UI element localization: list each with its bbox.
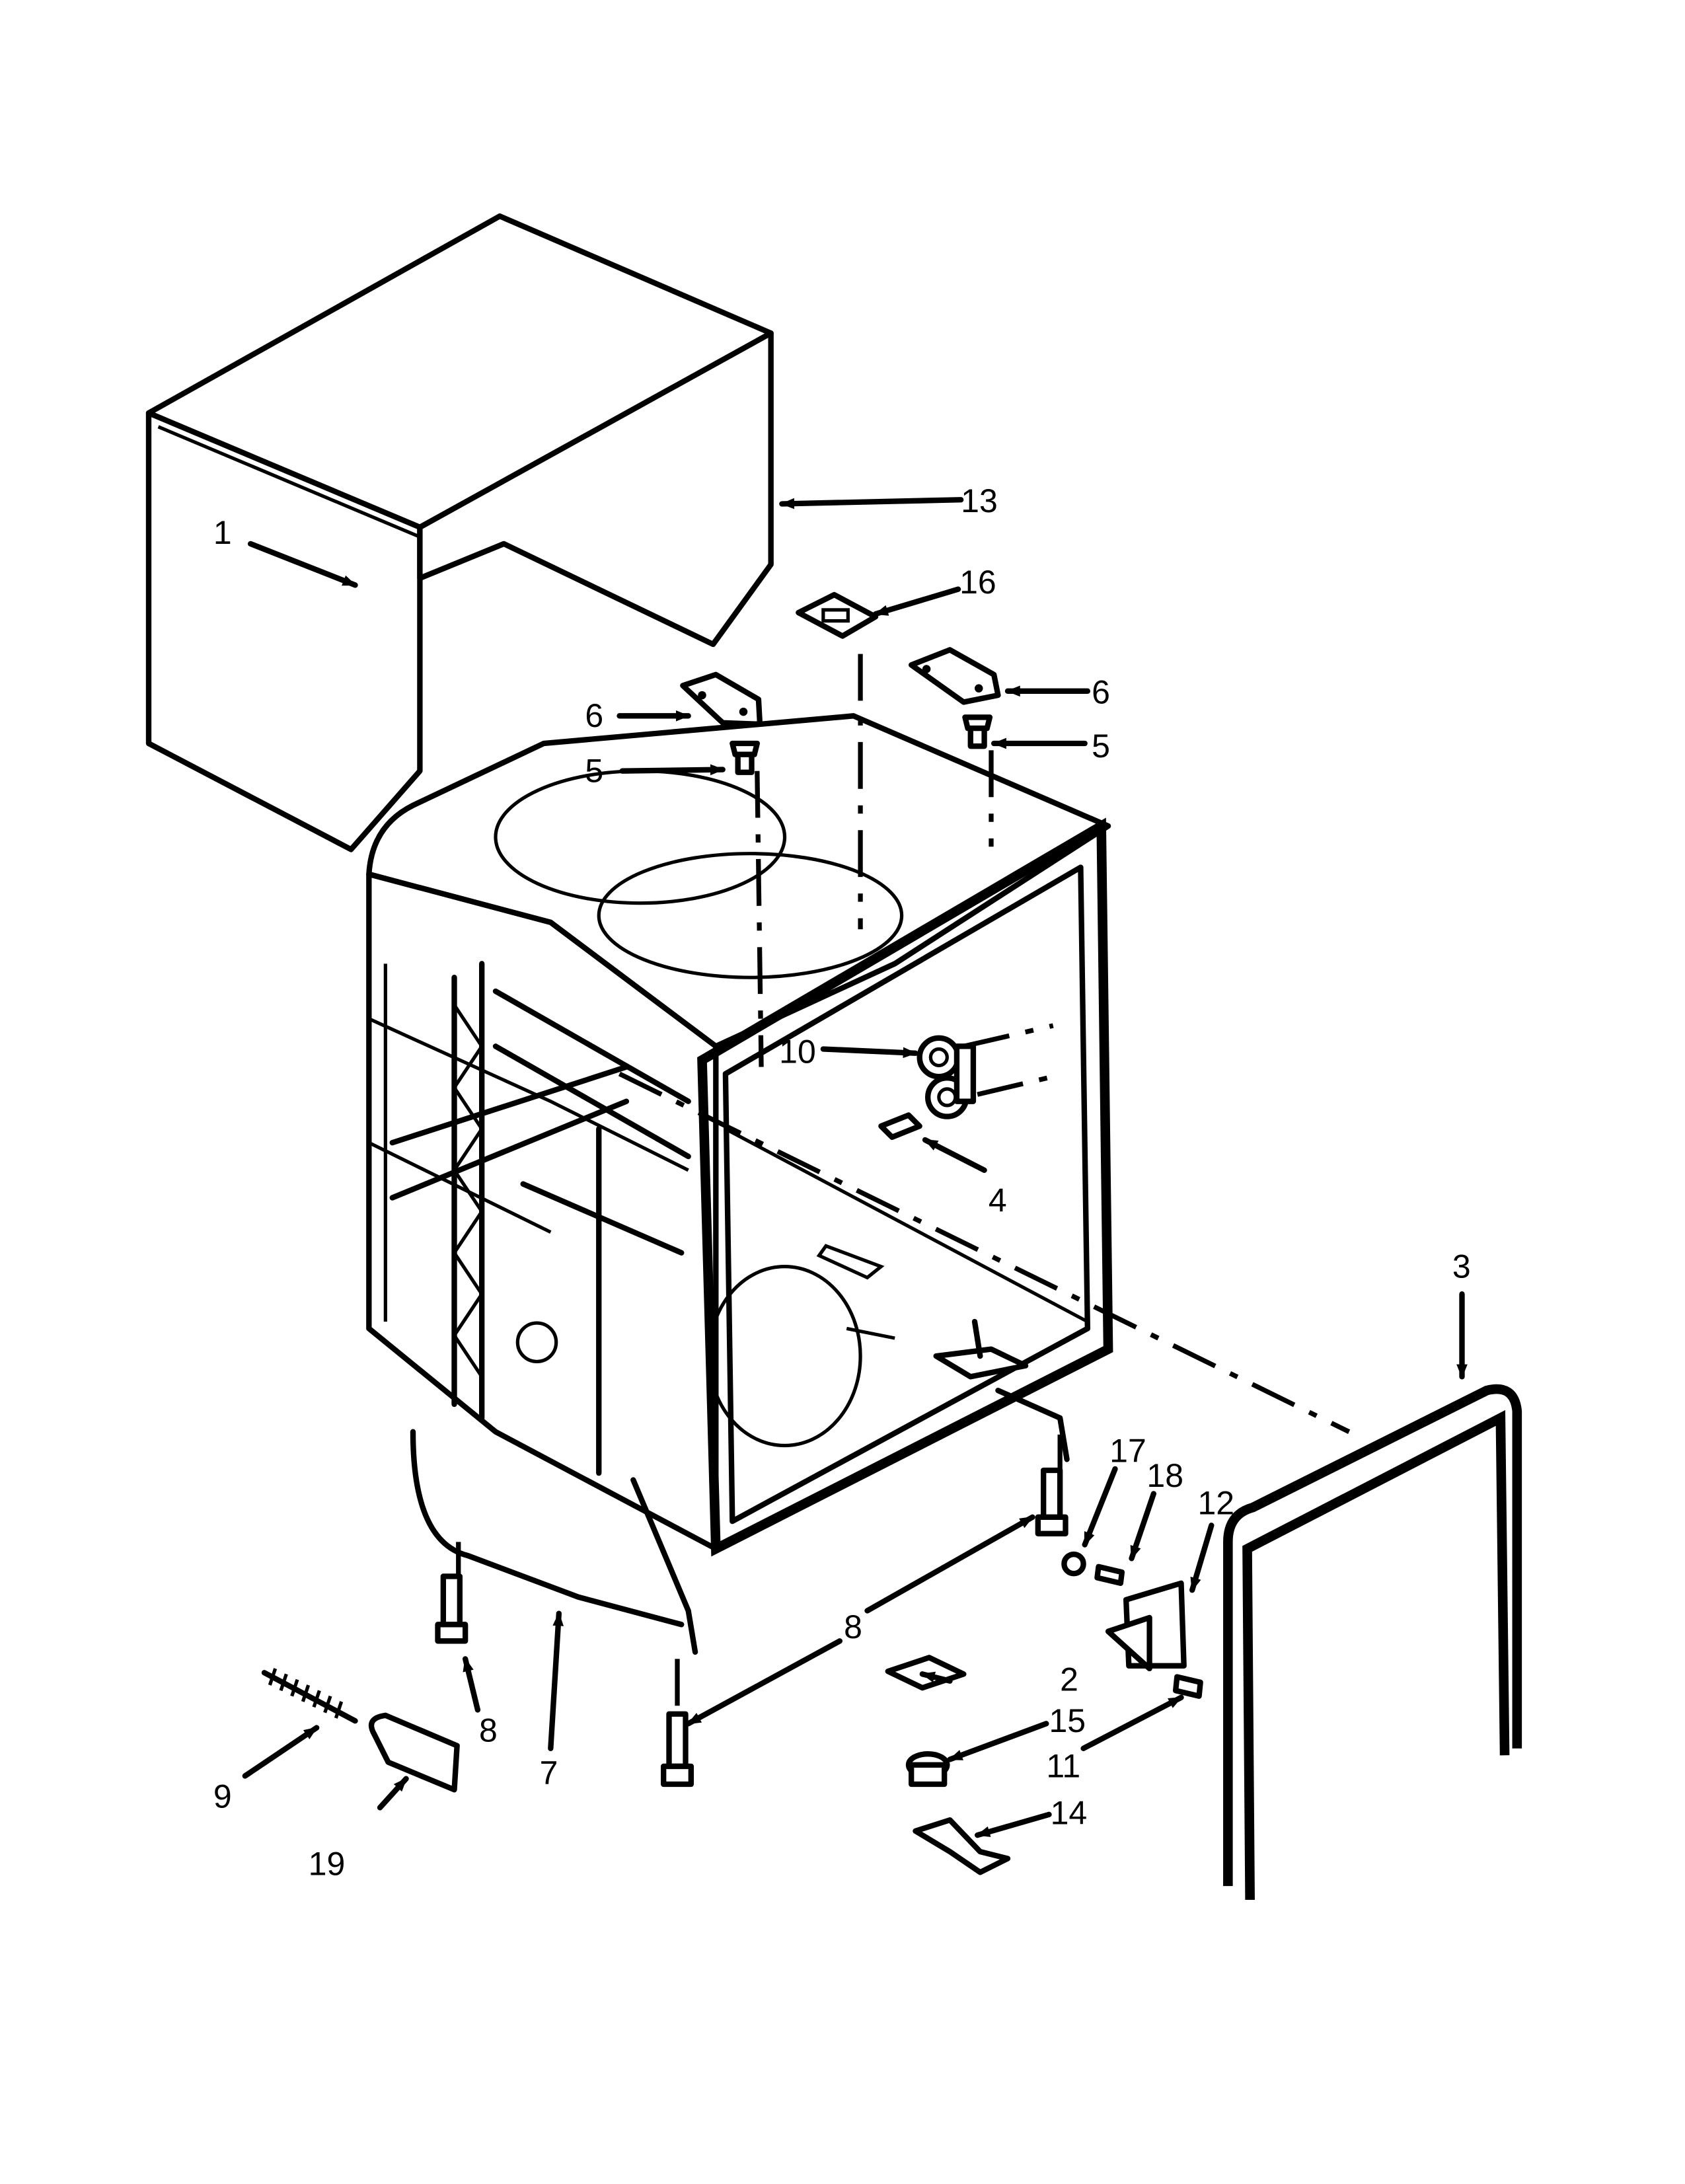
callout-4: 4 — [989, 1182, 1007, 1219]
part-11-screw — [1173, 1674, 1203, 1699]
callout-5-left: 5 — [585, 752, 603, 789]
callout-11: 11 — [1046, 1748, 1080, 1785]
part-6-bracket-left — [680, 671, 763, 728]
callout-18: 18 — [1146, 1457, 1183, 1494]
part-10-rack-wheels — [917, 1035, 977, 1119]
part-14-bracket — [913, 1817, 1011, 1875]
callout-2: 2 — [1060, 1661, 1078, 1698]
callout-13: 13 — [961, 482, 998, 519]
callout-labels: 1 2 3 4 5 5 6 6 7 8 8 9 10 11 12 13 14 1… — [213, 482, 1471, 1883]
callout-8-left: 8 — [479, 1712, 498, 1749]
part-17-clip — [1061, 1551, 1086, 1577]
part-5-screw-right — [962, 714, 993, 749]
assembly-lines — [456, 654, 1351, 1714]
part-12-bracket — [1105, 1580, 1187, 1672]
callout-6-left: 6 — [585, 697, 603, 734]
callout-7: 7 — [540, 1754, 558, 1791]
part-15-sensor — [905, 1751, 950, 1788]
callout-14: 14 — [1051, 1794, 1088, 1831]
callout-10: 10 — [779, 1033, 816, 1070]
part-18-screw — [1094, 1563, 1125, 1586]
callout-17: 17 — [1109, 1433, 1146, 1470]
part-16-plate — [796, 591, 879, 639]
callout-16: 16 — [959, 564, 996, 601]
tub-assembly — [366, 713, 1113, 1655]
callout-9: 9 — [213, 1778, 232, 1815]
callout-8-center: 8 — [844, 1608, 862, 1645]
callout-12: 12 — [1198, 1485, 1235, 1522]
callout-6-right: 6 — [1092, 674, 1110, 711]
callout-5-right: 5 — [1092, 728, 1110, 765]
part-8-leveling-leg-left — [435, 1573, 468, 1644]
part-5-screw-left — [730, 740, 761, 775]
door-gasket — [1223, 1384, 1522, 1901]
part-8-leveling-leg-right — [1035, 1467, 1068, 1536]
callout-15: 15 — [1049, 1702, 1086, 1739]
callout-19: 19 — [309, 1846, 346, 1883]
callout-3: 3 — [1452, 1248, 1471, 1285]
part-6-bracket-right — [909, 647, 1001, 705]
part-9-spring — [261, 1668, 358, 1724]
part-19-cover — [369, 1712, 460, 1793]
part-8-leveling-leg-center — [661, 1711, 694, 1788]
insulation-blanket — [145, 213, 774, 852]
callout-1: 1 — [213, 514, 232, 551]
callout-leaders — [242, 497, 1468, 1838]
part-4-screw — [878, 1112, 922, 1141]
